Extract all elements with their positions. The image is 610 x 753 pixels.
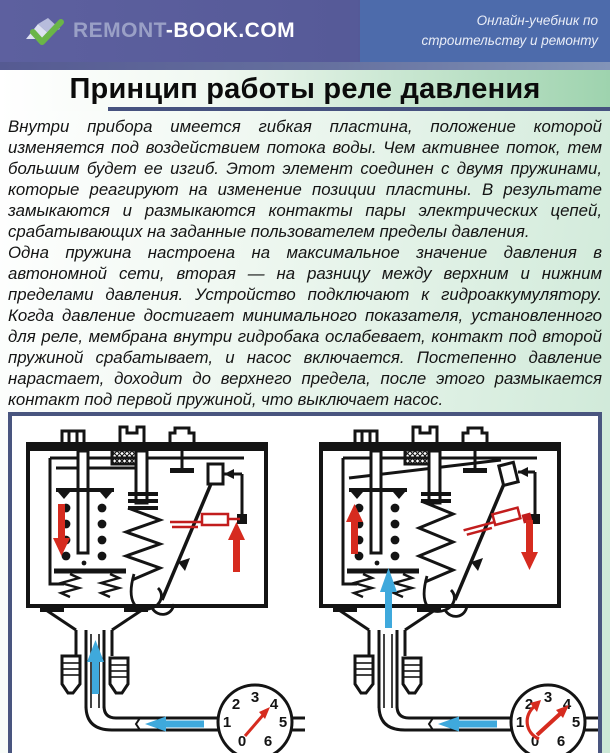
gauge-number: 0 [531, 733, 539, 750]
gauge-needle-rising [525, 700, 569, 741]
setting-spring-assembly [347, 449, 419, 599]
gauge-number: 3 [251, 689, 259, 706]
gauge-number: 1 [516, 714, 524, 731]
gauge-number: 2 [232, 696, 240, 713]
flow-arrow-up [87, 640, 104, 694]
main-spring-assembly [121, 449, 176, 616]
gauge-number: 2 [525, 696, 533, 713]
flow-arrow-left [438, 716, 497, 732]
diagram-panel: 0 1 2 3 4 5 6 [8, 412, 602, 753]
title-bar: Принцип работы реле давления [0, 70, 610, 111]
tagline-box: Онлайн-учебник по строительству и ремонт… [360, 0, 610, 62]
pressure-relay-schematic-right: 0 1 2 3 4 5 6 [319, 425, 598, 753]
lever-and-contact-block [453, 460, 540, 601]
paragraph-1: Внутри прибора имеется гибкая пластина, … [8, 117, 602, 241]
site-header: REMONT-BOOK.COM Онлайн-учебник по строит… [0, 0, 610, 62]
article-body: Внутри прибора имеется гибкая пластина, … [0, 111, 610, 753]
gauge-number: 1 [223, 714, 231, 731]
electric-contact-open [463, 506, 533, 536]
inlet-fitting-and-pipe [333, 608, 598, 732]
gauge-number: 5 [572, 714, 580, 731]
pressure-arrow-up-left [346, 504, 363, 554]
inlet-fitting-and-pipe [40, 608, 305, 732]
logo-text: REMONT-BOOK.COM [73, 19, 295, 43]
flow-arrow-up [380, 568, 397, 628]
pressure-arrow-up-right [228, 522, 245, 572]
gauge-number: 6 [264, 733, 272, 750]
gauge-number: 0 [238, 733, 246, 750]
pressure-arrow-down-right [521, 520, 538, 570]
gauge-needle [243, 707, 270, 737]
logo-text-part2: -BOOK.COM [165, 19, 296, 42]
paragraph-2: Одна пружина настроена на максимальное з… [8, 243, 602, 409]
gauge-number: 6 [557, 733, 565, 750]
electric-contact-closed [170, 512, 240, 529]
header-divider [0, 62, 610, 70]
page-title: Принцип работы реле давления [69, 73, 541, 105]
logo-text-part1: REMONT [73, 19, 166, 42]
logo-icon [26, 18, 64, 45]
gauge-number: 4 [270, 696, 279, 713]
pressure-relay-schematic-left: 0 1 2 3 4 5 6 [26, 425, 305, 753]
pressure-gauge: 0 1 2 3 4 5 6 [509, 683, 587, 753]
site-tagline: Онлайн-учебник по строительству и ремонт… [421, 13, 599, 48]
pressure-gauge: 0 1 2 3 4 5 6 [216, 683, 294, 753]
gauge-number: 4 [563, 696, 572, 713]
relay-housing [319, 425, 561, 608]
gauge-number: 5 [279, 714, 287, 731]
site-logo[interactable]: REMONT-BOOK.COM [24, 15, 295, 47]
lever-and-contact-block [160, 462, 247, 601]
pressure-arrow-down-left [53, 504, 70, 556]
gauge-number: 3 [544, 689, 552, 706]
main-spring-assembly [415, 449, 469, 618]
title-underline [108, 107, 610, 111]
flow-arrow-left [145, 716, 204, 732]
